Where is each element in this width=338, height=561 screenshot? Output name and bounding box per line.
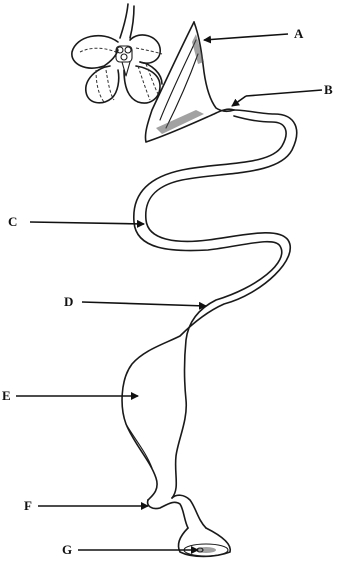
pointer-b	[232, 90, 322, 106]
label-c: C	[8, 214, 17, 229]
label-b: B	[324, 82, 333, 97]
pointer-d	[82, 302, 206, 306]
label-a: A	[294, 26, 304, 41]
pointer-a	[204, 34, 288, 40]
label-d: D	[64, 294, 73, 309]
label-f: F	[24, 498, 32, 513]
flower-inset	[72, 4, 162, 103]
style-tube	[122, 110, 297, 557]
label-e: E	[2, 388, 11, 403]
label-g: G	[62, 542, 72, 557]
pointer-c	[30, 222, 144, 224]
